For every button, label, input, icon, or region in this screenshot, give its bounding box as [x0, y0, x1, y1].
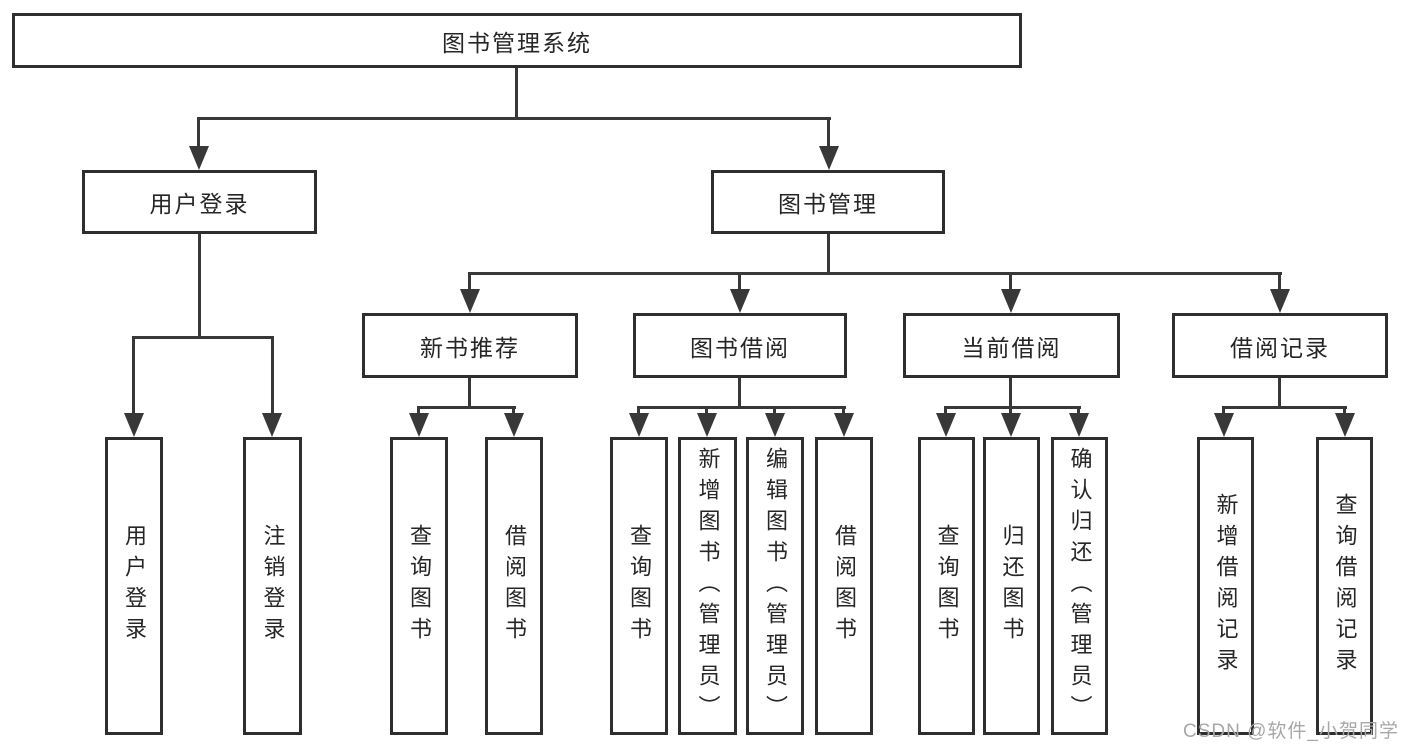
- arrow-down-icon: [936, 413, 956, 437]
- connector-root-stem: [515, 68, 518, 120]
- connector-root-drop-left: [197, 117, 200, 148]
- watermark: CSDN @软件_小贺同学: [1183, 721, 1399, 742]
- arrow-down-icon: [460, 289, 480, 313]
- leaf-borrow-books-borrow: 借阅图书: [815, 437, 873, 735]
- leaf-query-books-borrow: 查询图书: [610, 437, 668, 735]
- connector-user-login-drop-1: [132, 336, 135, 415]
- connector-current-drop-3: [1077, 406, 1080, 416]
- arrow-down-icon: [504, 413, 524, 437]
- leaf-return-books-label: 归还图书: [999, 524, 1025, 648]
- connector-current-drop-2: [1009, 406, 1012, 416]
- arrow-down-icon: [1214, 413, 1234, 437]
- leaf-edit-books-admin-label: 编辑图书（管理员）: [763, 446, 788, 726]
- connector-records-drop-1: [1222, 406, 1225, 416]
- connector-book-mgmt-drop-1: [468, 272, 471, 291]
- connector-records-branch: [1222, 406, 1347, 409]
- connector-borrow-drop-1: [637, 406, 640, 416]
- arrow-down-icon: [834, 413, 854, 437]
- connector-book-mgmt-drop-3: [1009, 272, 1012, 291]
- arrow-down-icon: [124, 413, 144, 437]
- leaf-query-books-recommend-label: 查询图书: [407, 524, 432, 648]
- connector-book-mgmt-drop-2: [738, 272, 741, 291]
- arrow-down-icon: [819, 146, 839, 170]
- leaf-query-books-current: 查询图书: [918, 437, 975, 735]
- connector-recommend-branch: [417, 406, 516, 409]
- connector-records-stem: [1278, 378, 1281, 409]
- node-current-borrow: 当前借阅: [903, 313, 1120, 378]
- leaf-query-borrow-record-label: 查询借阅记录: [1332, 493, 1358, 679]
- node-user-login-label: 用户登录: [149, 191, 250, 217]
- arrow-down-icon: [1001, 413, 1021, 437]
- node-user-login: 用户登录: [82, 170, 317, 234]
- arrow-down-icon: [1335, 413, 1355, 437]
- leaf-user-login: 用户登录: [105, 437, 163, 735]
- leaf-edit-books-admin: 编辑图书（管理员）: [746, 437, 804, 735]
- leaf-logout-label: 注销登录: [260, 524, 286, 648]
- node-root: 图书管理系统: [12, 13, 1022, 68]
- leaf-add-borrow-record: 新增借阅记录: [1197, 437, 1254, 735]
- connector-book-mgmt-stem: [827, 234, 830, 275]
- leaf-borrow-books-borrow-label: 借阅图书: [832, 524, 857, 648]
- arrow-down-icon: [730, 289, 750, 313]
- node-book-management: 图书管理: [711, 170, 945, 234]
- connector-recommend-drop-1: [417, 406, 420, 416]
- node-new-book-recommend: 新书推荐: [362, 313, 578, 378]
- connector-borrow-drop-3: [773, 406, 776, 416]
- connector-current-drop-1: [944, 406, 947, 416]
- connector-root-drop-right: [827, 117, 830, 148]
- leaf-query-books-borrow-label: 查询图书: [627, 524, 652, 648]
- arrow-down-icon: [1270, 289, 1290, 313]
- arrow-down-icon: [1001, 289, 1021, 313]
- leaf-user-login-label: 用户登录: [122, 524, 147, 648]
- node-book-management-label: 图书管理: [778, 191, 878, 217]
- connector-records-drop-2: [1343, 406, 1346, 416]
- leaf-confirm-return-admin: 确认归还（管理员）: [1051, 437, 1108, 735]
- arrow-down-icon: [765, 413, 785, 437]
- leaf-add-books-admin: 新增图书（管理员）: [678, 437, 737, 735]
- node-borrow-records: 借阅记录: [1172, 313, 1388, 378]
- leaf-query-books-current-label: 查询图书: [934, 524, 960, 648]
- connector-user-login-drop-2: [271, 336, 274, 415]
- arrow-down-icon: [189, 146, 209, 170]
- connector-borrow-stem: [738, 378, 741, 409]
- connector-user-login-branch: [132, 336, 274, 339]
- leaf-query-books-recommend: 查询图书: [390, 437, 448, 735]
- connector-book-mgmt-branch: [468, 272, 1282, 275]
- node-new-book-recommend-label: 新书推荐: [420, 334, 520, 361]
- node-current-borrow-label: 当前借阅: [961, 334, 1062, 361]
- arrow-down-icon: [409, 413, 429, 437]
- leaf-logout: 注销登录: [243, 437, 302, 735]
- leaf-return-books: 归还图书: [983, 437, 1040, 735]
- connector-borrow-drop-2: [705, 406, 708, 416]
- connector-current-branch: [944, 406, 1081, 409]
- arrow-down-icon: [629, 413, 649, 437]
- connector-root-branch: [197, 117, 831, 120]
- leaf-add-books-admin-label: 新增图书（管理员）: [695, 446, 721, 726]
- arrow-down-icon: [262, 413, 282, 437]
- leaf-confirm-return-admin-label: 确认归还（管理员）: [1067, 446, 1093, 726]
- leaf-borrow-books-recommend: 借阅图书: [485, 437, 543, 735]
- leaf-query-borrow-record: 查询借阅记录: [1316, 437, 1373, 735]
- arrow-down-icon: [697, 413, 717, 437]
- leaf-borrow-books-recommend-label: 借阅图书: [502, 524, 527, 648]
- connector-borrow-drop-4: [842, 406, 845, 416]
- connector-user-login-stem: [198, 234, 201, 338]
- node-book-borrow: 图书借阅: [633, 313, 847, 378]
- connector-book-mgmt-drop-4: [1278, 272, 1281, 291]
- node-root-label: 图书管理系统: [442, 29, 592, 56]
- node-borrow-records-label: 借阅记录: [1230, 334, 1330, 361]
- connector-recommend-stem: [468, 378, 471, 409]
- connector-recommend-drop-2: [512, 406, 515, 416]
- leaf-add-borrow-record-label: 新增借阅记录: [1213, 493, 1239, 679]
- connector-borrow-branch: [637, 406, 846, 409]
- node-book-borrow-label: 图书借阅: [690, 334, 790, 361]
- connector-current-stem: [1009, 378, 1012, 409]
- arrow-down-icon: [1069, 413, 1089, 437]
